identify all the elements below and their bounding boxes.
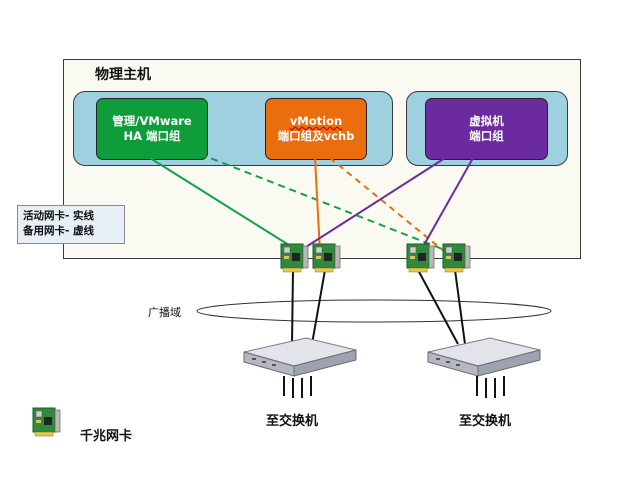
vm-label-1: 虚拟机 xyxy=(469,114,504,128)
vm-standby-link xyxy=(297,157,446,253)
cable xyxy=(291,269,294,345)
legend-standby: 备用网卡- 虚线 xyxy=(23,225,95,237)
cable xyxy=(417,269,459,345)
broadcast-domain-ellipse xyxy=(196,299,552,323)
nic-icon xyxy=(312,243,341,273)
nic-icon xyxy=(442,243,471,273)
mgmt-standby-link xyxy=(199,153,451,253)
vm-port-group: 虚拟机 端口组 xyxy=(425,98,548,160)
vmotion-label-2: 端口组及vchb xyxy=(277,129,355,143)
line-style-legend: 活动网卡- 实线 备用网卡- 虚线 xyxy=(17,205,125,244)
nic-icon xyxy=(406,243,435,273)
cable xyxy=(454,269,466,345)
vm-label-2: 端口组 xyxy=(469,129,504,143)
nic-icon xyxy=(280,243,309,273)
switch-label-1: 至交换机 xyxy=(266,414,319,429)
nic-legend-label: 千兆网卡 xyxy=(80,429,133,444)
switch-uplinks-2 xyxy=(476,376,505,398)
switch-icon xyxy=(427,337,541,377)
mgmt-active-link xyxy=(149,157,301,253)
vmotion-label-1: vMotion xyxy=(289,114,343,128)
vm-active-link xyxy=(419,157,474,253)
management-port-group: 管理/VMware HA 端口组 xyxy=(96,98,208,160)
management-label-1: 管理/VMware xyxy=(112,114,192,128)
broadcast-domain-label: 广播域 xyxy=(148,306,181,319)
cable xyxy=(311,269,326,345)
vmotion-active-link xyxy=(314,157,321,253)
host-title: 物理主机 xyxy=(95,67,151,83)
management-label-2: HA 端口组 xyxy=(123,129,181,143)
switch-uplinks-1 xyxy=(283,376,312,398)
nic-icon xyxy=(32,407,61,437)
switch-icon xyxy=(243,337,357,377)
switch-label-2: 至交换机 xyxy=(459,414,512,429)
vmotion-standby-link xyxy=(329,157,446,253)
legend-active: 活动网卡- 实线 xyxy=(23,210,95,222)
